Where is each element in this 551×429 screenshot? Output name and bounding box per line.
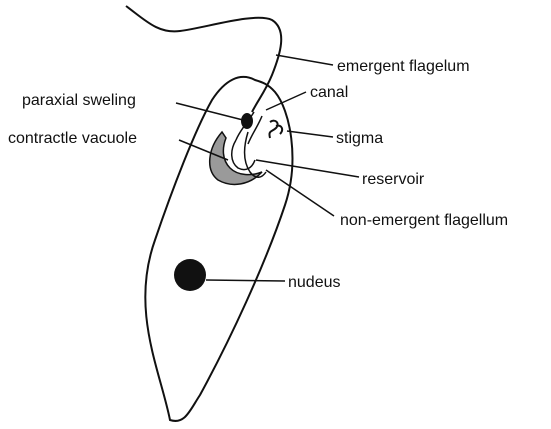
leader-non-emergent-flagellum (266, 170, 334, 216)
non-emergent-flagellum-shape (245, 132, 267, 177)
stigma-shape (269, 121, 282, 138)
reservoir-inner (232, 140, 255, 170)
leader-emergent-flagellum (276, 55, 333, 65)
label-contractile-vacuole: contractle vacuole (8, 130, 137, 147)
nucleus-shape (174, 259, 206, 291)
leader-stigma (287, 131, 333, 137)
label-emergent-flagellum: emergent flagelum (337, 58, 470, 75)
leader-nucleus (206, 280, 285, 281)
leader-canal (266, 92, 306, 110)
cell-body-outline (145, 77, 292, 421)
label-paraxial-swelling: paraxial sweling (22, 92, 136, 109)
label-non-emergent-flagellum: non-emergent flagellum (340, 212, 508, 229)
label-canal: canal (310, 84, 348, 101)
paraxial-swelling-shape (241, 113, 253, 129)
label-nucleus: nudeus (288, 274, 341, 291)
label-stigma: stigma (336, 130, 383, 147)
label-reservoir: reservoir (362, 171, 425, 188)
emergent-flagellum-shape (126, 6, 281, 112)
